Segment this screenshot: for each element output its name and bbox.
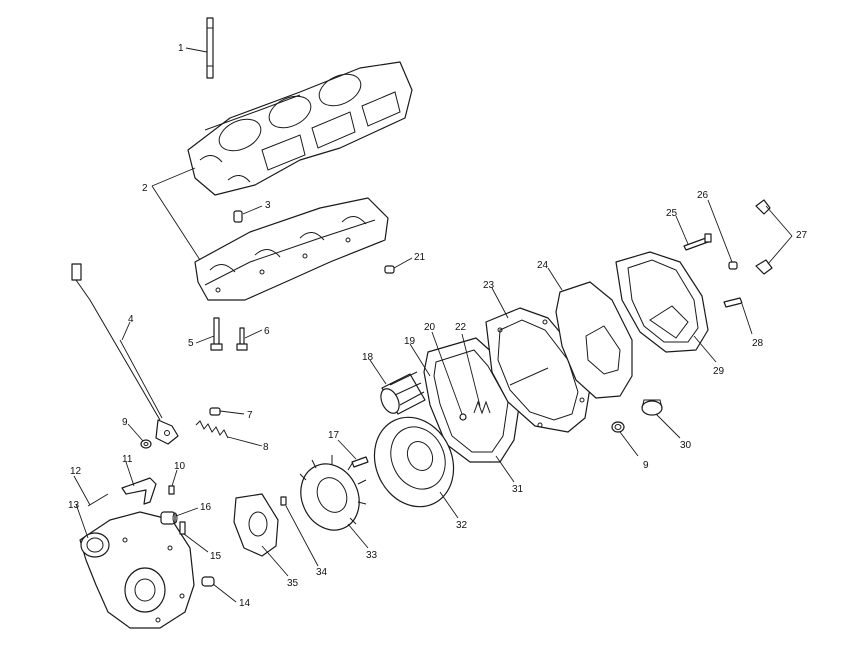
callout-30: 30	[680, 440, 692, 451]
part-8-spring	[195, 420, 229, 439]
part-24-gasket	[555, 281, 633, 399]
callout-32: 32	[456, 520, 468, 531]
callout-22: 22	[455, 322, 467, 333]
leader-lines	[73, 47, 793, 603]
callout-7: 7	[247, 410, 253, 421]
callout-8: 8	[263, 442, 269, 453]
callout-25: 25	[666, 208, 678, 219]
callout-1: 1	[178, 43, 184, 54]
part-3-dowel	[233, 210, 243, 223]
part-5-bolt	[210, 317, 223, 351]
part-7-bolt	[209, 407, 221, 416]
part-29-outer-cover	[615, 251, 709, 353]
callout-9-right: 9	[643, 460, 649, 471]
part-11-bracket	[121, 477, 157, 505]
part-30-cap	[641, 399, 663, 416]
part-35-plate	[233, 493, 279, 557]
callout-17: 17	[328, 430, 340, 441]
callout-16: 16	[200, 502, 212, 513]
callout-5: 5	[188, 338, 194, 349]
part-2-crankcase-upper	[187, 61, 413, 196]
callout-26: 26	[697, 190, 709, 201]
callout-24: 24	[537, 260, 549, 271]
part-17-screw	[351, 456, 369, 468]
part-21-plug	[384, 265, 395, 274]
callout-10: 10	[174, 461, 186, 472]
part-14-bushing	[201, 576, 215, 587]
callout-3: 3	[265, 200, 271, 211]
callout-12: 12	[70, 466, 82, 477]
part-1-stud	[206, 17, 214, 79]
callout-2: 2	[142, 183, 148, 194]
part-32-drum	[373, 416, 455, 508]
callout-14: 14	[239, 598, 251, 609]
part-9-washer-left	[140, 439, 152, 449]
part-34-screw	[280, 496, 287, 506]
part-12-pin	[87, 493, 109, 507]
part-26-screw	[728, 261, 738, 270]
part-18-hub	[380, 371, 426, 415]
part-4-sensor-cable	[71, 263, 179, 445]
part-33-stator	[299, 455, 367, 531]
part-20-washer	[459, 413, 467, 421]
callout-21: 21	[414, 252, 426, 263]
callout-11: 11	[122, 454, 133, 465]
callout-13: 13	[68, 500, 80, 511]
callout-19: 19	[404, 336, 416, 347]
part-28-bolt	[723, 297, 743, 308]
callout-9-left: 9	[122, 417, 128, 428]
callout-29: 29	[713, 366, 725, 377]
callout-18: 18	[362, 352, 374, 363]
callout-20: 20	[424, 322, 436, 333]
part-16-bushing	[160, 511, 178, 525]
callout-31: 31	[512, 484, 524, 495]
part-15-screw	[179, 521, 186, 535]
callout-27: 27	[796, 230, 808, 241]
part-27-fittings	[755, 199, 773, 275]
part-13-housing	[79, 511, 195, 629]
callout-33: 33	[366, 550, 378, 561]
part-2-crankcase-lower	[194, 197, 389, 301]
part-22-spring	[473, 400, 491, 415]
callout-6: 6	[264, 326, 270, 337]
part-6-bolt	[236, 327, 248, 351]
callout-15: 15	[210, 551, 222, 562]
callout-labels: 1 2 3 4 5 6 7 8 9 9 10 11 12 13 14 15 16…	[68, 43, 808, 609]
callout-28: 28	[752, 338, 764, 349]
part-10-pin	[168, 485, 175, 495]
callout-34: 34	[316, 567, 328, 578]
part-25-bolt	[683, 233, 712, 251]
callout-35: 35	[287, 578, 299, 589]
callout-23: 23	[483, 280, 495, 291]
part-9-washer-right	[611, 421, 625, 433]
callout-4: 4	[128, 314, 134, 325]
